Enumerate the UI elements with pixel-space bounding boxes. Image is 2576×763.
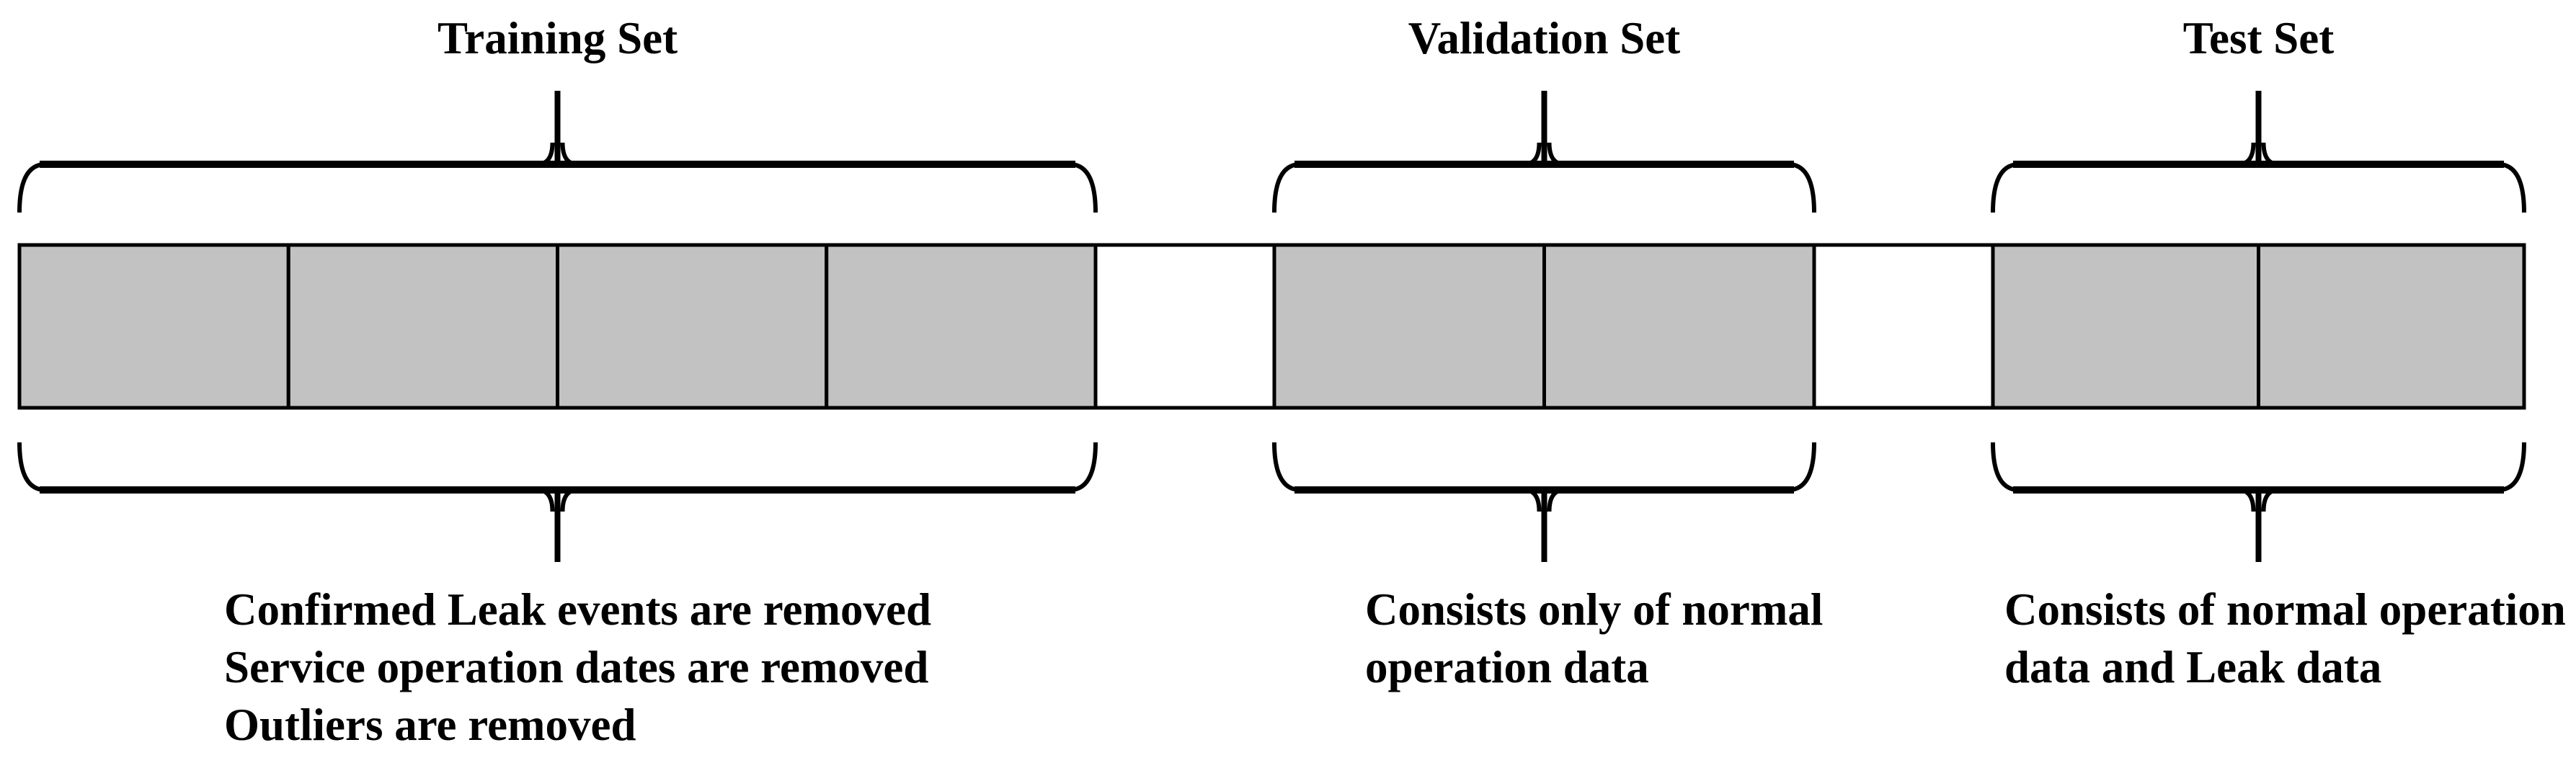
brace-pointer-flare [537,142,578,166]
test-description: Consists of normal operation data and Le… [2004,581,2566,696]
brace-hooks [1991,162,2526,213]
validation-block-2 [1542,243,1816,410]
brace-pointer-flare [2238,142,2279,166]
validation-block-1 [1272,243,1546,410]
brace-pointer-flare [2238,488,2279,512]
test-underbrace [1991,442,2526,562]
description-line: operation data [1365,642,1649,692]
brace-pointer-flare [1524,142,1565,166]
test-overbrace [1991,91,2526,213]
validation-set-label: Validation Set [1408,13,1681,63]
description-line: Consists only of normal [1365,584,1824,635]
description-line: Outliers are removed [224,700,636,750]
test-block-2 [2257,243,2526,410]
training-block-3 [556,243,829,410]
training-overbrace [17,91,1098,213]
brace-hooks [1272,162,1816,213]
description-line: Confirmed Leak events are removed [224,584,931,635]
description-line: data and Leak data [2004,642,2382,692]
gap-segment-2 [1812,243,1995,410]
brace-pointer-flare [1524,488,1565,512]
brace-pointer-flare [537,488,578,512]
validation-overbrace [1272,91,1816,213]
brace-hooks [17,442,1098,492]
description-line: Consists of normal operation [2004,584,2566,635]
brace-hooks [17,162,1098,213]
training-block-1 [17,243,290,410]
training-description: Confirmed Leak events are removed Servic… [224,581,931,754]
training-block-2 [286,243,559,410]
test-set-label: Test Set [2182,13,2335,63]
dataset-bar [17,243,2526,410]
training-underbrace [17,442,1098,562]
validation-description: Consists only of normal operation data [1365,581,1823,696]
training-block-4 [825,243,1098,410]
validation-underbrace [1272,442,1816,562]
brace-hooks [1272,442,1816,492]
training-set-label: Training Set [437,13,678,63]
test-block-1 [1991,243,2260,410]
brace-hooks [1991,442,2526,492]
gap-segment-1 [1093,243,1276,410]
description-line: Service operation dates are removed [224,642,929,692]
